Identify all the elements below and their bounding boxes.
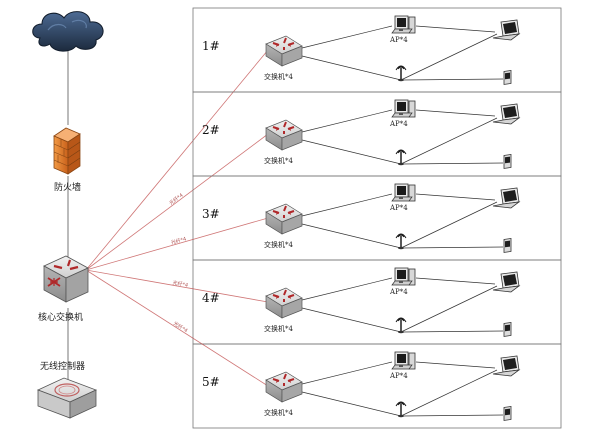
fiber-link <box>85 269 269 303</box>
floor-number: 1# <box>202 39 220 53</box>
ap-count-label: AP*4 <box>389 204 408 212</box>
ap-count-label: AP*4 <box>389 288 408 296</box>
firewall-label: 防火墙 <box>54 181 81 193</box>
floor-1-group: 1#交换机*4AP*4 <box>85 7 562 271</box>
ethernet-link <box>415 193 496 201</box>
ethernet-link <box>301 193 393 217</box>
ethernet-link <box>415 277 496 285</box>
floor-5-group: 光纤*45#交换机*4AP*4 <box>85 269 562 429</box>
ethernet-link <box>402 330 504 333</box>
fiber-link <box>85 269 269 387</box>
fiber-link-label: 光纤*4 <box>172 320 189 334</box>
access-switch-label: 交换机*4 <box>264 156 293 165</box>
floor-number: 5# <box>202 375 220 389</box>
desktop-pc-icon <box>391 267 416 286</box>
access-switch-icon <box>265 203 303 235</box>
firewall-icon <box>53 127 81 175</box>
ethernet-link <box>301 277 393 301</box>
wireless-controller-label: 无线控制器 <box>40 360 85 372</box>
access-switch-icon <box>265 35 303 67</box>
ethernet-link <box>400 285 498 333</box>
desktop-pc-icon <box>391 183 416 202</box>
ethernet-link <box>301 391 402 417</box>
floor-number: 2# <box>202 123 220 137</box>
floors-layer: 1#交换机*4AP*4光纤*42#交换机*4AP*4光纤*43#交换机*4AP*… <box>85 7 562 429</box>
laptop-icon <box>492 19 520 41</box>
wireless-controller-icon <box>36 377 98 419</box>
ethernet-link <box>301 307 402 333</box>
floor-2-group: 光纤*42#交换机*4AP*4 <box>85 91 562 271</box>
access-switch-label: 交换机*4 <box>264 324 293 333</box>
fiber-link <box>85 217 269 271</box>
core-switch-label: 核心交换机 <box>38 311 83 323</box>
laptop-icon <box>492 271 520 293</box>
handheld-device-icon <box>503 405 512 421</box>
floor-3-group: 光纤*4 3# 交换机*4 AP*4 <box>85 175 562 271</box>
access-switch-label: 交换机*4 <box>264 408 293 417</box>
ap-count-label: AP*4 <box>389 372 408 380</box>
ethernet-link <box>301 223 402 249</box>
desktop-pc-icon <box>391 15 416 34</box>
ethernet-link <box>400 369 498 417</box>
handheld-device-icon <box>503 153 512 169</box>
floor-5-box <box>192 343 562 429</box>
laptop-icon <box>492 187 520 209</box>
laptop-icon <box>492 355 520 377</box>
floor-number: 3# <box>202 207 220 221</box>
access-switch-label: 交换机*4 <box>264 72 293 81</box>
ethernet-link <box>415 109 496 117</box>
fiber-link <box>85 133 269 271</box>
ap-count-label: AP*4 <box>389 120 408 128</box>
ethernet-link <box>301 25 393 49</box>
internet-cloud-icon <box>32 11 104 52</box>
ethernet-link <box>301 55 402 81</box>
fiber-link-label: 光纤*4 <box>170 235 187 246</box>
ethernet-link <box>301 109 393 133</box>
ethernet-link <box>402 414 504 417</box>
ethernet-link <box>402 162 504 165</box>
access-switch-icon <box>265 371 303 403</box>
ethernet-link <box>402 78 504 81</box>
desktop-pc-icon <box>391 99 416 118</box>
handheld-device-icon <box>503 237 512 253</box>
ethernet-link <box>415 25 496 33</box>
ethernet-link <box>301 361 393 385</box>
laptop-icon <box>492 103 520 125</box>
ethernet-link <box>402 246 504 249</box>
handheld-device-icon <box>503 69 512 85</box>
ap-count-label: AP*4 <box>389 36 408 44</box>
ethernet-link <box>400 201 498 249</box>
core-switch-icon <box>43 255 89 303</box>
access-switch-label: 交换机*4 <box>264 240 293 249</box>
handheld-device-icon <box>503 321 512 337</box>
desktop-pc-icon <box>391 351 416 370</box>
fiber-link-label: 光纤*4 <box>172 279 189 289</box>
access-switch-icon <box>265 119 303 151</box>
floor-4-group: 光纤*4 4# 交换机*4 AP*4 <box>85 259 562 345</box>
ethernet-link <box>400 33 498 81</box>
ethernet-link <box>400 117 498 165</box>
access-switch-icon <box>265 287 303 319</box>
ethernet-link <box>301 139 402 165</box>
fiber-link-label: 光纤*4 <box>168 192 185 207</box>
ethernet-link <box>415 361 496 369</box>
fiber-link <box>85 49 269 271</box>
floor-number: 4# <box>202 291 220 305</box>
